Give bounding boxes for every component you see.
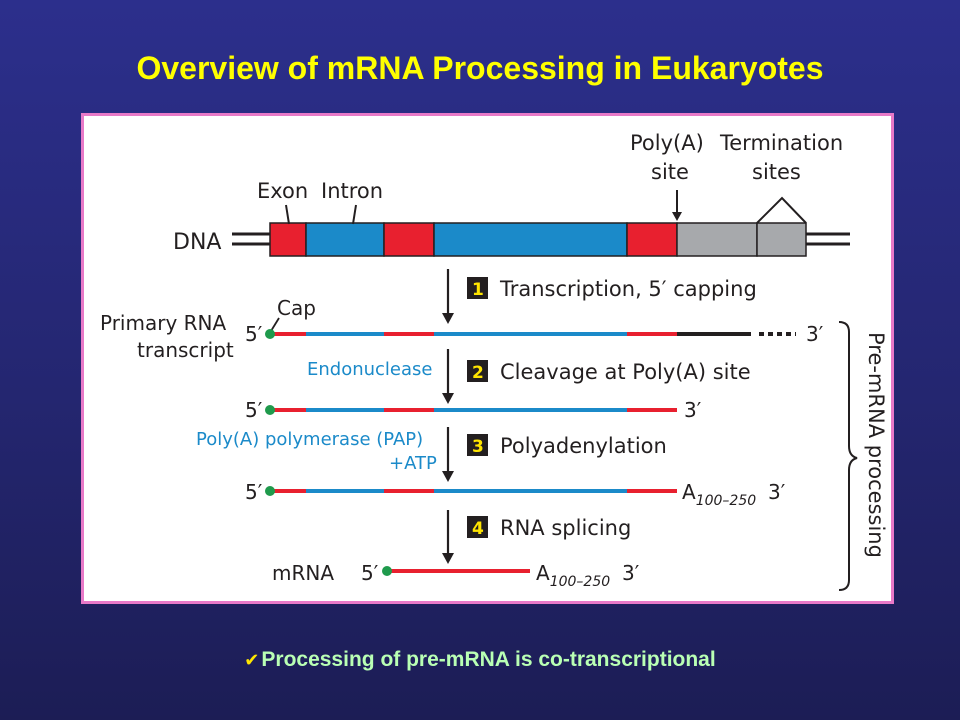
checkmark-icon: ✔ <box>244 650 260 671</box>
endonuclease-label: Endonuclease <box>307 359 433 380</box>
step-1: 1 Transcription, 5′ capping <box>467 277 757 301</box>
processing-diagram: DNA Exon Intron Poly(A) site <box>100 131 888 591</box>
exon-pointer <box>285 204 290 225</box>
step-4-label: RNA splicing <box>500 516 631 540</box>
polyadenylated-five-prime: 5′ <box>245 480 263 504</box>
termination-sites-label-line1: Termination <box>719 131 843 155</box>
pre-mrna-processing-bracket <box>838 321 858 591</box>
dna-right-lines <box>806 232 850 246</box>
cap-label: Cap <box>277 296 316 320</box>
dna-termination-region-2 <box>756 222 807 257</box>
primary-transcript-three-prime: 3′ <box>806 322 824 346</box>
mrna-label: mRNA <box>272 561 334 585</box>
step-3-label: Polyadenylation <box>500 434 667 458</box>
pap-label-line1: Poly(A) polymerase (PAP) <box>196 429 423 450</box>
step-1-label: Transcription, 5′ capping <box>499 277 757 301</box>
polya-tail: A100–250 <box>682 480 756 509</box>
termination-sites-bracket <box>756 196 807 224</box>
step-2-label: Cleavage at Poly(A) site <box>500 360 751 384</box>
polya-site-label-line1: Poly(A) <box>630 131 704 155</box>
mrna-processing-figure: DNA Exon Intron Poly(A) site <box>81 113 894 604</box>
step-4-number: 4 <box>472 519 484 539</box>
step-2-number: 2 <box>472 363 484 383</box>
polya-tail-length: 100–250 <box>696 493 757 509</box>
cleaved-three-prime: 3′ <box>684 398 702 422</box>
mrna-polya-tail-length: 100–250 <box>550 574 611 590</box>
co-transcriptional-note: ✔Processing of pre-mRNA is co-transcript… <box>0 648 960 672</box>
cap-icon <box>382 566 392 576</box>
pap-label-line2: +ATP <box>389 453 437 474</box>
dna-exon-1 <box>269 222 307 257</box>
dna-exon-2 <box>383 222 435 257</box>
dna-gene-bar <box>269 222 807 257</box>
pre-mrna-processing-label: Pre-mRNA processing <box>864 332 888 558</box>
cap-icon <box>265 329 275 339</box>
polyadenylated-three-prime: 3′ <box>768 480 786 504</box>
polya-site-label-line2: site <box>651 160 689 184</box>
step-3-number: 3 <box>472 437 484 457</box>
cleaved-five-prime: 5′ <box>245 398 263 422</box>
dna-left-lines <box>232 232 270 246</box>
co-transcriptional-note-text: Processing of pre-mRNA is co-transcripti… <box>261 648 716 671</box>
intron-pointer <box>352 204 357 225</box>
primary-transcript-label-line2: transcript <box>137 338 234 362</box>
dna-exon-3 <box>626 222 678 257</box>
mrna-three-prime: 3′ <box>622 561 640 585</box>
slide-title: Overview of mRNA Processing in Eukaryote… <box>136 50 824 86</box>
dna-label: DNA <box>173 230 221 255</box>
mrna-polya-tail: A100–250 <box>536 561 610 590</box>
primary-transcript-label-line1: Primary RNA <box>100 311 227 335</box>
dna-termination-region-1 <box>676 222 758 257</box>
step-2: 2 Cleavage at Poly(A) site <box>467 360 751 384</box>
cap-icon <box>265 486 275 496</box>
step-4: 4 RNA splicing <box>467 516 631 540</box>
step-1-number: 1 <box>472 280 484 300</box>
process-arrows <box>442 269 454 564</box>
polya-site-arrow <box>672 190 682 221</box>
exon-label: Exon <box>257 179 308 203</box>
termination-sites-label-line2: sites <box>752 160 801 184</box>
dna-intron-1 <box>305 222 385 257</box>
step-3: 3 Polyadenylation <box>467 434 667 458</box>
intron-label: Intron <box>321 179 383 203</box>
cap-pointer <box>270 317 280 332</box>
dna-intron-2 <box>433 222 628 257</box>
primary-transcript-five-prime: 5′ <box>245 322 263 346</box>
cap-icon <box>265 405 275 415</box>
mrna-five-prime: 5′ <box>361 561 379 585</box>
